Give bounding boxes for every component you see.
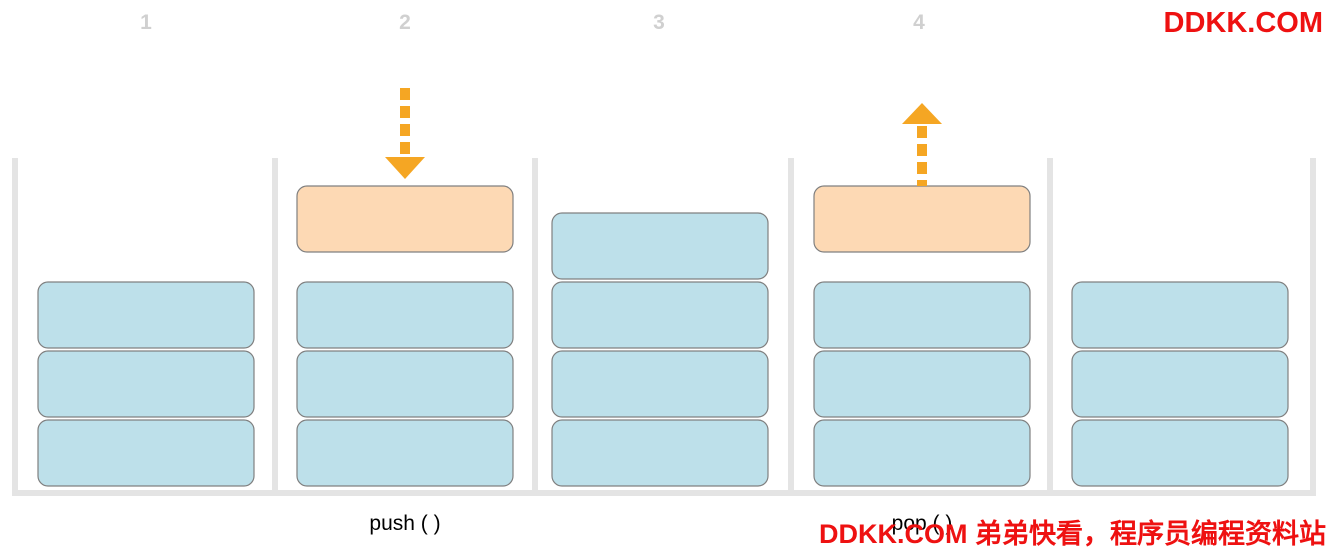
push-arrow-icon [385, 88, 425, 179]
push-label: push ( ) [369, 512, 440, 535]
watermark-top-right: DDKK.COM [1164, 7, 1324, 39]
stack-item [813, 350, 1031, 418]
stack-item [37, 350, 255, 418]
stack-item [1071, 350, 1289, 418]
stack-item [813, 419, 1031, 487]
popped-item [813, 185, 1031, 253]
container-divider-3 [788, 158, 794, 496]
container-divider-1 [272, 158, 278, 496]
stack-column-4 [813, 185, 1031, 487]
stack-item [551, 281, 769, 349]
stack-column-2 [296, 185, 514, 487]
pushed-item [296, 185, 514, 253]
stack-item [37, 419, 255, 487]
container-wall-right [1310, 158, 1316, 496]
stack-item [551, 212, 769, 280]
container-floor [12, 490, 1316, 496]
stack-item [813, 281, 1031, 349]
watermark-bottom: DDKK.COM 弟弟快看，程序员编程资料站 [819, 518, 1326, 547]
pop-arrow-icon [902, 103, 942, 186]
step-number-3: 3 [653, 11, 665, 34]
step-number-1: 1 [140, 11, 152, 34]
stack-item [296, 281, 514, 349]
stack-containers [12, 158, 1316, 496]
step-numbers: 1 2 3 4 [140, 11, 925, 34]
stack-column-5 [1071, 281, 1289, 487]
container-wall-left [12, 158, 18, 496]
container-divider-2 [532, 158, 538, 496]
step-number-4: 4 [913, 11, 925, 34]
step-number-2: 2 [399, 11, 411, 34]
stack-item [296, 350, 514, 418]
stack-item [37, 281, 255, 349]
pop-label: pop ( ) [892, 512, 953, 535]
stack-item [1071, 419, 1289, 487]
stack-column-1 [37, 281, 255, 487]
stack-item [296, 419, 514, 487]
stack-item [551, 350, 769, 418]
stack-column-3 [551, 212, 769, 487]
stack-item [551, 419, 769, 487]
container-divider-4 [1047, 158, 1053, 496]
stack-item [1071, 281, 1289, 349]
